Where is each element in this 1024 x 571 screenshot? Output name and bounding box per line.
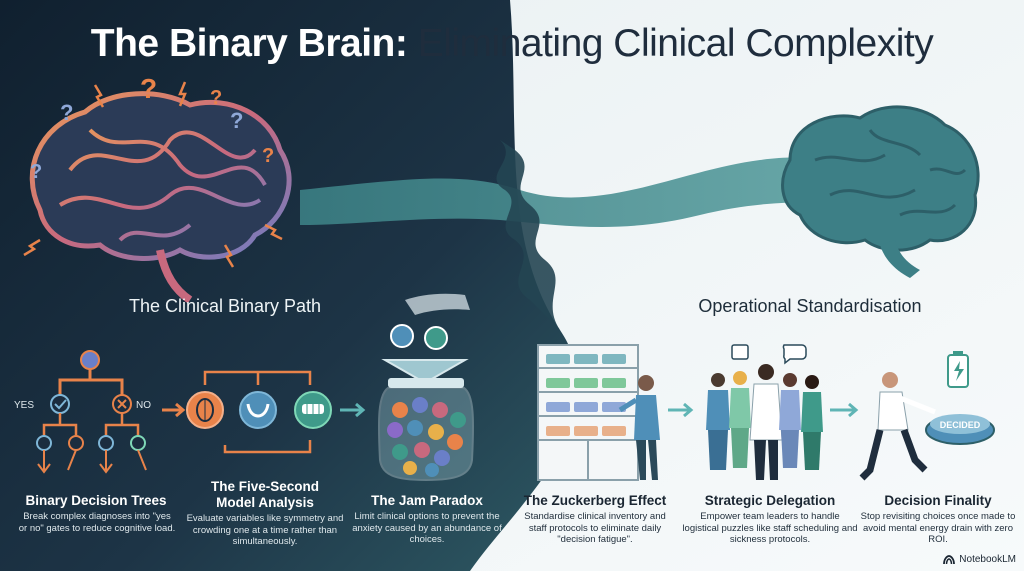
lightning-strokes [23,81,283,268]
tangled-brain-icon [29,91,292,304]
item-title-binary-trees: Binary Decision Trees [25,493,167,508]
item-desc-delegation: Empower team leaders to handle logistica… [682,511,858,545]
svg-text:?: ? [140,73,157,104]
calm-brain-icon [781,105,980,278]
decision-figure: DECIDED [859,351,995,481]
item-title-finality: Decision Finality [884,493,992,508]
question-mark-icons: ? ? ? ? ? ? [30,73,274,183]
arrow-2 [340,402,366,418]
inventory-shelf-icon [537,344,639,481]
brand-badge: NotebookLM [943,554,1016,565]
waterfall [496,140,560,330]
arrow-3 [668,402,694,418]
jam-jar-icon [377,293,475,482]
dental-arch-icon [239,391,277,429]
title-right: Eliminating Clinical Complexity [417,22,934,65]
page-title: The Binary Brain: Eliminating Clinical C… [0,22,1024,66]
item-desc-finality: Stop revisiting choices once made to avo… [860,511,1016,545]
arrow-4 [830,402,859,418]
svg-text:?: ? [230,108,243,133]
item-title-zuckerberg: The Zuckerberg Effect [523,493,667,508]
decision-tree-diagram: YES NO [14,350,151,474]
decided-button-label: DECIDED [940,420,981,430]
arrow-1 [162,402,186,418]
flow-river [300,157,880,227]
svg-text:?: ? [30,161,42,183]
section-heading-left: The Clinical Binary Path [128,296,322,316]
section-heading-right: Operational Standardisation [698,296,922,316]
title-left: The Binary Brain: [90,22,408,65]
item-title-delegation: Strategic Delegation [704,493,836,508]
item-desc-binary-trees: Break complex diagnoses into "yes or no"… [18,511,176,534]
notebook-logo-icon [943,554,956,564]
tree-yes-label: YES [14,400,34,411]
tree-no-label: NO [136,400,151,411]
item-desc-zuckerberg: Standardise clinical inventory and staff… [524,511,666,545]
svg-text:?: ? [60,100,73,125]
svg-text:?: ? [262,145,274,167]
item-title-model-analysis: The Five-Second Model Analysis [210,479,320,510]
item-desc-jam-paradox: Limit clinical options to prevent the an… [352,511,502,545]
item-title-jam-paradox: The Jam Paradox [371,493,483,508]
team-figures [706,344,823,480]
item-desc-model-analysis: Evaluate variables like symmetry and cro… [186,513,344,547]
calendar-icon [731,344,749,360]
tree-yes-node [50,394,70,414]
brand-name: NotebookLM [959,554,1016,565]
selected-option-icon [424,326,448,350]
clinician-figure [618,375,660,480]
svg-text:?: ? [210,87,222,109]
tree-root-node [80,350,100,370]
model-analysis-diagram [186,370,332,454]
